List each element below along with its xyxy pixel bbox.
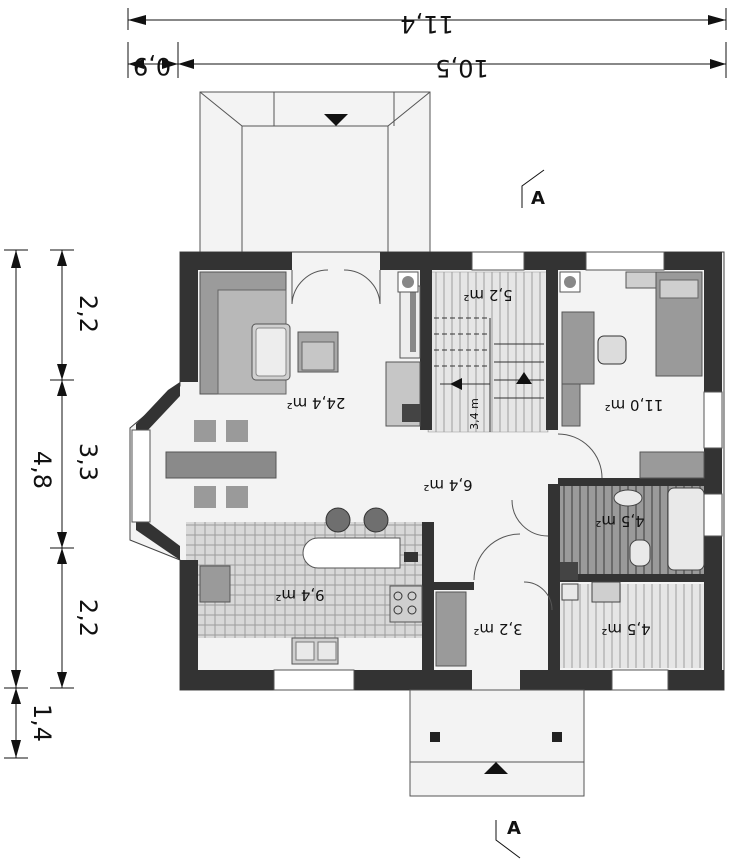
stair-height-label: 3,4 m xyxy=(468,398,481,430)
room-area-stairs: 5,2 m² xyxy=(463,286,512,304)
stair-area xyxy=(385,271,544,432)
room-area-utility: 4,5 m² xyxy=(601,620,650,638)
office-chair-icon xyxy=(597,335,627,365)
section-label-bottom: A xyxy=(507,818,521,839)
dimension-total-width: 11,4 xyxy=(127,8,727,38)
dimension-total-depth: 4,8 1,4 xyxy=(4,249,56,759)
dim-label-bottom: 1,4 xyxy=(28,704,56,742)
dimension-segments: 2,2 3,3 2,2 xyxy=(50,249,102,689)
room-area-bath: 4,5 m² xyxy=(595,512,644,530)
room-area-living: 24,4 m² xyxy=(287,394,346,412)
sink-icon xyxy=(613,489,643,507)
washer-icon xyxy=(561,583,579,601)
entry-porch xyxy=(409,689,585,797)
entry-arrow-icon xyxy=(484,762,508,774)
bedroom-furniture xyxy=(559,271,705,479)
dim-label-seg-top: 2,2 xyxy=(74,295,102,333)
living-furniture xyxy=(165,271,339,508)
dim-label-total-width: 11,4 xyxy=(400,10,453,38)
room-area-kitchen: 9,4 m² xyxy=(275,586,324,604)
dim-label-total-depth: 4,8 xyxy=(28,451,56,489)
room-labels: 24,4 m² 5,2 m² 11,0 m² 6,4 m² 9,4 m² 4,5… xyxy=(275,286,663,638)
top-terrace xyxy=(199,91,431,253)
walls xyxy=(136,252,724,690)
dim-label-main-width: 10,5 xyxy=(435,54,488,82)
kitchen-furniture xyxy=(199,507,423,665)
dim-label-seg-mid: 3,3 xyxy=(74,443,102,481)
section-label-top: A xyxy=(531,188,545,209)
dim-label-seg-low: 2,2 xyxy=(74,599,102,637)
toilet-icon xyxy=(629,539,651,567)
windows xyxy=(131,251,723,691)
room-area-bedroom: 11,0 m² xyxy=(605,396,664,414)
dimension-main-width: 0,9 10,5 xyxy=(127,42,727,82)
section-marker-bottom: A xyxy=(495,818,521,859)
room-area-hall: 6,4 m² xyxy=(423,476,472,494)
bathroom-furniture xyxy=(435,487,705,667)
terrace-arrow-icon xyxy=(324,114,348,126)
room-area-entry: 3,2 m² xyxy=(473,620,522,638)
bathtub-icon xyxy=(667,487,705,571)
section-marker-top: A xyxy=(521,169,545,209)
dim-label-offset: 0,9 xyxy=(133,52,171,80)
